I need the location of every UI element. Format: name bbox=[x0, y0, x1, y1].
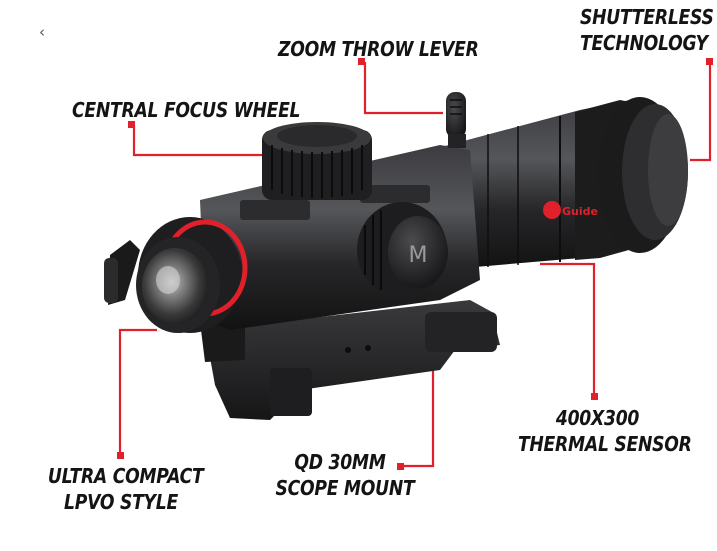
callout-end-markers bbox=[117, 58, 713, 470]
svg-text:M: M bbox=[409, 243, 428, 268]
mount-leader-line bbox=[402, 363, 435, 468]
compact-line-2: LPVO STYLE bbox=[64, 490, 178, 514]
ultra-compact-label: ULTRA COMPACT LPVO STYLE bbox=[47, 463, 204, 515]
side-m-knob: M bbox=[357, 202, 448, 298]
qd-mount bbox=[200, 300, 500, 420]
central-focus-wheel-label: CENTRAL FOCUS WHEEL bbox=[72, 98, 301, 122]
thermal-sensor-label: 400X300 THERMAL SENSOR bbox=[517, 405, 692, 457]
focus-leader-line bbox=[132, 125, 262, 157]
scope-mount-label: QD 30MM SCOPE MOUNT bbox=[275, 449, 415, 501]
zoom-throw-lever bbox=[446, 92, 466, 148]
zoom-throw-lever-label: ZOOM THROW LEVER bbox=[278, 37, 479, 61]
lens-flip-cap bbox=[104, 240, 140, 305]
shutterless-leader-line bbox=[690, 63, 712, 162]
callout-leader-lines bbox=[118, 62, 712, 468]
shutterless-line-2: TECHNOLOGY bbox=[580, 31, 708, 55]
mount-line-1: QD 30MM bbox=[294, 450, 386, 474]
sensor-line-1: 400X300 bbox=[555, 406, 640, 430]
guide-logo: Guide bbox=[543, 201, 598, 219]
zoom-leader-line bbox=[363, 62, 443, 115]
objective-lens bbox=[136, 217, 248, 333]
shutterless-line-1: SHUTTERLESS bbox=[580, 5, 714, 29]
sensor-line-2: THERMAL SENSOR bbox=[517, 432, 692, 456]
central-focus-wheel bbox=[262, 122, 372, 200]
compact-line-1: ULTRA COMPACT bbox=[47, 464, 204, 488]
eyecup bbox=[598, 97, 688, 253]
shutterless-technology-label: SHUTTERLESS TECHNOLOGY bbox=[580, 4, 714, 56]
compact-leader-line bbox=[118, 328, 157, 455]
mount-line-2: SCOPE MOUNT bbox=[275, 476, 415, 500]
back-chevron-icon[interactable]: ‹ bbox=[39, 23, 45, 41]
svg-text:Guide: Guide bbox=[562, 205, 598, 218]
sensor-leader-line bbox=[540, 262, 596, 395]
